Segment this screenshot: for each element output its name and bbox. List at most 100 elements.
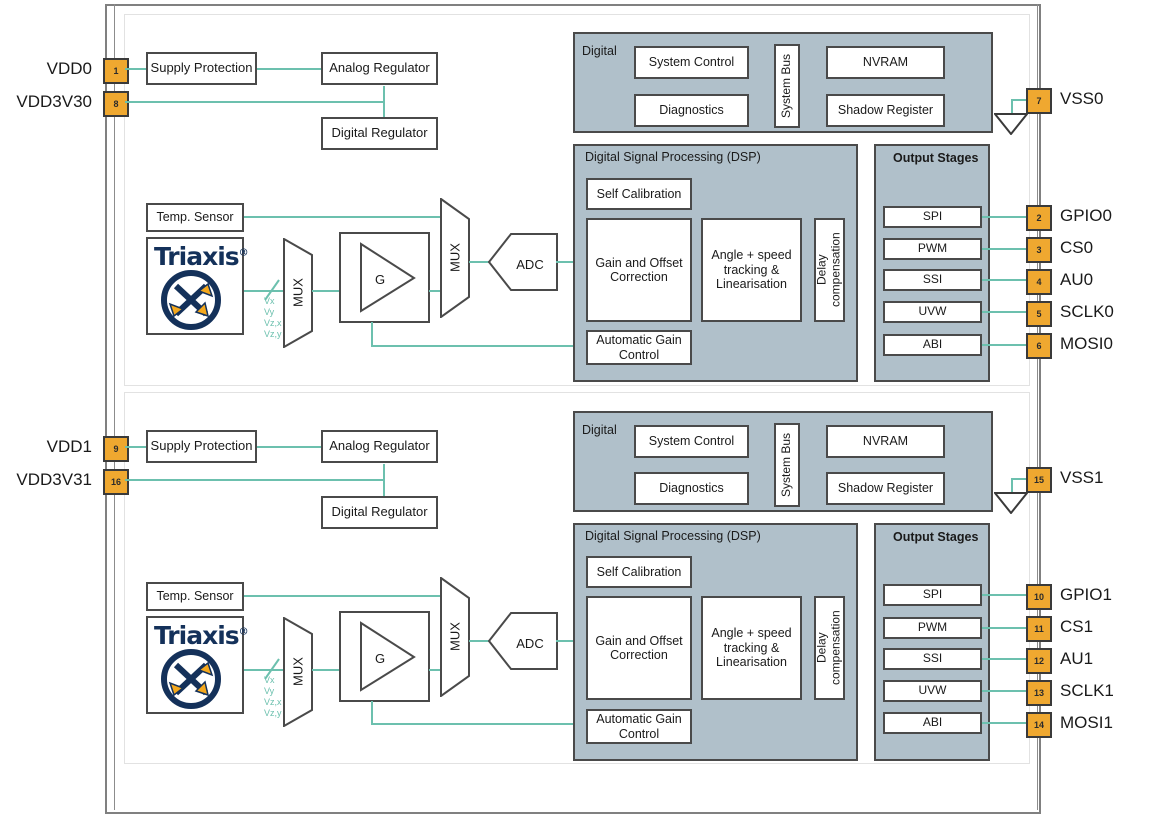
- wire-protection-to-analogreg: [257, 68, 321, 70]
- pin-label-gpio1: GPIO1: [1060, 585, 1112, 604]
- mux-output-label-1: MUX: [447, 622, 463, 652]
- pin-label-vdd3v30: VDD3V30: [16, 92, 92, 111]
- pin-12[interactable]: 12: [1026, 648, 1052, 674]
- wire-reg-branch-1: [383, 464, 385, 512]
- pin-4[interactable]: 4: [1026, 269, 1052, 295]
- box-nvram-0[interactable]: NVRAM: [826, 46, 945, 79]
- signal-vy-1: Vy: [264, 686, 275, 696]
- wire-temp-to-mux-1: [244, 595, 440, 597]
- box-diagnostics-0[interactable]: Diagnostics: [634, 94, 749, 127]
- triaxis-wordmark-1: Triaxis®: [154, 621, 249, 650]
- box-self-calibration-1[interactable]: Self Calibration: [586, 556, 692, 588]
- box-ssi-1[interactable]: SSI: [883, 648, 982, 670]
- mux-input-label-1: MUX: [290, 657, 306, 687]
- pin-1[interactable]: 1: [103, 58, 129, 84]
- pin-3[interactable]: 3: [1026, 237, 1052, 263]
- box-shadow-register-0[interactable]: Shadow Register: [826, 94, 945, 127]
- wire-vss0-v: [1011, 99, 1013, 115]
- pin-6[interactable]: 6: [1026, 333, 1052, 359]
- wire-vss0-h: [1011, 99, 1035, 101]
- box-digital-regulator-0[interactable]: Digital Regulator: [321, 117, 438, 150]
- box-uvw-0[interactable]: UVW: [883, 301, 982, 323]
- wire-mux-to-gain-1: [312, 669, 340, 671]
- wire-ssi-to-au0: [982, 279, 1028, 281]
- wire-adc-to-dsp-0: [556, 261, 586, 263]
- box-supply-protection-0[interactable]: Supply Protection: [146, 52, 257, 85]
- gain-amplifier-1[interactable]: G: [339, 611, 430, 702]
- box-delay-compensation-0[interactable]: Delay compensation: [814, 218, 845, 322]
- box-automatic-gain-control-1[interactable]: Automatic Gain Control: [586, 709, 692, 744]
- pin-7[interactable]: 7: [1026, 88, 1052, 114]
- pin-label-sclk1: SCLK1: [1060, 681, 1114, 700]
- box-abi-0[interactable]: ABI: [883, 334, 982, 356]
- pin-label-mosi0: MOSI0: [1060, 334, 1113, 353]
- box-gain-offset-correction-1[interactable]: Gain and Offset Correction: [586, 596, 692, 700]
- box-spi-0[interactable]: SPI: [883, 206, 982, 228]
- box-analog-regulator-0[interactable]: Analog Regulator: [321, 52, 438, 85]
- box-temp-sensor-0[interactable]: Temp. Sensor: [146, 203, 244, 232]
- mux-output-label-0: MUX: [447, 243, 463, 273]
- box-supply-protection-1[interactable]: Supply Protection: [146, 430, 257, 463]
- box-shadow-register-1[interactable]: Shadow Register: [826, 472, 945, 505]
- right-pin-rail: [1037, 4, 1038, 810]
- adc-label-1: ADC: [516, 636, 544, 651]
- pin-14[interactable]: 14: [1026, 712, 1052, 738]
- box-gain-offset-correction-0[interactable]: Gain and Offset Correction: [586, 218, 692, 322]
- box-pwm-0[interactable]: PWM: [883, 238, 982, 260]
- box-system-control-0[interactable]: System Control: [634, 46, 749, 79]
- pin-16[interactable]: 16: [103, 469, 129, 495]
- box-self-calibration-0[interactable]: Self Calibration: [586, 178, 692, 210]
- box-abi-1[interactable]: ABI: [883, 712, 982, 734]
- gain-label-0: G: [375, 272, 386, 287]
- pin-13[interactable]: 13: [1026, 680, 1052, 706]
- box-system-control-1[interactable]: System Control: [634, 425, 749, 458]
- pin-9[interactable]: 9: [103, 436, 129, 462]
- box-system-bus-1[interactable]: System Bus: [774, 423, 800, 507]
- triaxis-wordmark-0: Triaxis®: [154, 242, 249, 271]
- box-angle-speed-linearisation-1[interactable]: Angle + speed tracking & Linearisation: [701, 596, 802, 700]
- mux-input-label-0: MUX: [290, 278, 306, 308]
- adc-1[interactable]: ADC: [487, 611, 558, 676]
- mux-input-1[interactable]: MUX: [283, 617, 313, 727]
- box-digital-regulator-1[interactable]: Digital Regulator: [321, 496, 438, 529]
- wire-uvw-to-sclk1: [982, 690, 1028, 692]
- pin-11[interactable]: 11: [1026, 616, 1052, 642]
- box-automatic-gain-control-0[interactable]: Automatic Gain Control: [586, 330, 692, 365]
- wire-mux-to-adc-0: [469, 261, 489, 263]
- sensor-signal-labels-1: Vx Vy Vz,x Vz,y: [264, 675, 282, 719]
- wire-pwm-to-cs1: [982, 627, 1028, 629]
- pin-15[interactable]: 15: [1026, 467, 1052, 493]
- mux-output-1[interactable]: MUX: [440, 577, 470, 697]
- pin-label-cs0: CS0: [1060, 238, 1094, 257]
- output-stages-title-1: Output Stages: [893, 530, 979, 544]
- box-delay-compensation-1[interactable]: Delay compensation: [814, 596, 845, 700]
- pin-8[interactable]: 8: [103, 91, 129, 117]
- bus-slash-icon-1: [264, 658, 280, 680]
- box-diagnostics-1[interactable]: Diagnostics: [634, 472, 749, 505]
- signal-vx-1: Vx: [264, 675, 275, 685]
- signal-vzy-0: Vz,y: [264, 329, 282, 339]
- box-analog-regulator-1[interactable]: Analog Regulator: [321, 430, 438, 463]
- adc-0[interactable]: ADC: [487, 232, 558, 297]
- box-nvram-1[interactable]: NVRAM: [826, 425, 945, 458]
- box-ssi-0[interactable]: SSI: [883, 269, 982, 291]
- gain-label-1: G: [375, 651, 386, 666]
- box-system-bus-0[interactable]: System Bus: [774, 44, 800, 128]
- pin-2[interactable]: 2: [1026, 205, 1052, 231]
- wire-mux-to-adc-1: [469, 640, 489, 642]
- box-uvw-1[interactable]: UVW: [883, 680, 982, 702]
- gain-amplifier-0[interactable]: G: [339, 232, 430, 323]
- box-temp-sensor-1[interactable]: Temp. Sensor: [146, 582, 244, 611]
- pin-5[interactable]: 5: [1026, 301, 1052, 327]
- mux-output-0[interactable]: MUX: [440, 198, 470, 318]
- pin-10[interactable]: 10: [1026, 584, 1052, 610]
- wire-mux-to-gain-0: [312, 290, 340, 292]
- mux-input-0[interactable]: MUX: [283, 238, 313, 348]
- wire-vss1-h: [1011, 478, 1035, 480]
- wire-agc-feedback-v-1: [371, 701, 373, 725]
- box-angle-speed-linearisation-0[interactable]: Angle + speed tracking & Linearisation: [701, 218, 802, 322]
- box-pwm-1[interactable]: PWM: [883, 617, 982, 639]
- ground-symbol-0: [994, 113, 1028, 135]
- box-spi-1[interactable]: SPI: [883, 584, 982, 606]
